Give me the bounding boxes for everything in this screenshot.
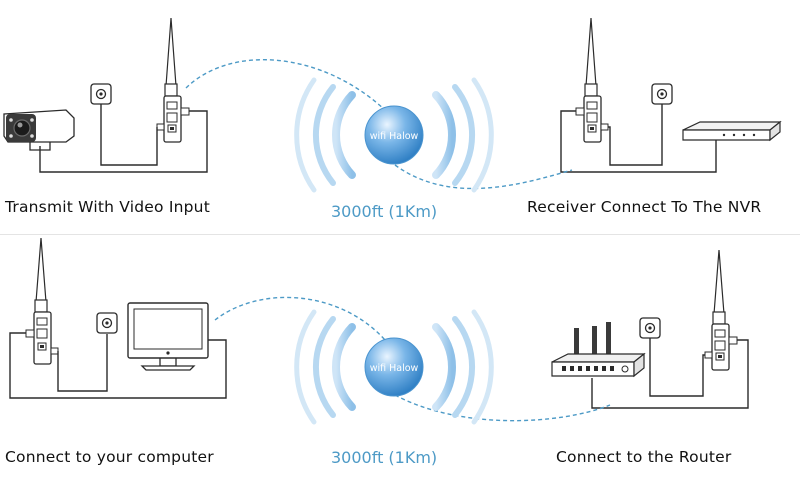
receiver-device [591, 249, 749, 409]
nvr-icon [682, 120, 782, 142]
transmitter-device [9, 237, 227, 399]
scene-caption-transmit: Transmit With Video Input [5, 198, 210, 216]
wifi-halow-badge: wifi Halow [370, 363, 419, 374]
range-label: 3000ft (1Km) [331, 202, 438, 221]
wifi-halow-badge: wifi Halow [370, 131, 419, 142]
range-label: 3000ft (1Km) [331, 448, 438, 467]
receiver-device [560, 17, 717, 173]
camera-icon [3, 109, 75, 151]
signal-waves-icon [294, 309, 494, 425]
power-adapter-icon [96, 312, 118, 334]
scene-caption-router: Connect to the Router [556, 448, 732, 466]
wireless-link [214, 296, 611, 422]
scene-caption-computer: Connect to your computer [5, 448, 214, 466]
scene-caption-receiver: Receiver Connect To The NVR [527, 198, 762, 216]
wifi-halow-orb [364, 337, 424, 397]
transmitter-device [39, 17, 208, 173]
router-icon [551, 322, 646, 378]
signal-waves-icon [294, 77, 494, 193]
wireless-link [185, 59, 573, 190]
section-divider [0, 234, 800, 235]
power-adapter-icon [90, 83, 112, 105]
power-adapter-icon [651, 83, 673, 105]
wifi-halow-orb [364, 105, 424, 165]
monitor-icon [127, 302, 227, 371]
power-adapter-icon [639, 317, 661, 339]
